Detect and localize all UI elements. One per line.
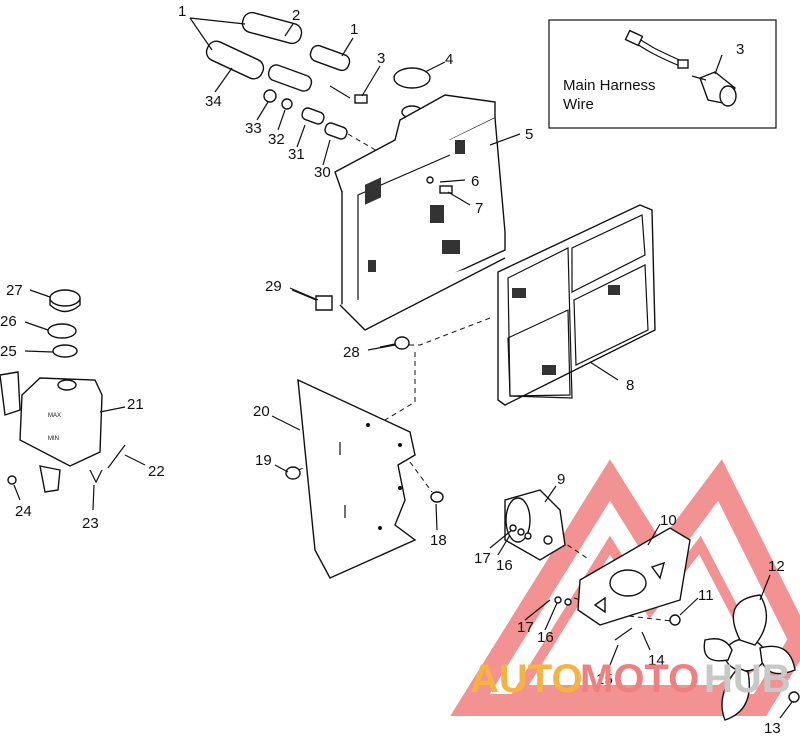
- callout-16a: 16: [537, 629, 554, 646]
- callout-numbers: 1 2 1 3 4 3 5 6 7 8 9 10 11 12 13 14 15 …: [0, 3, 785, 736]
- callout-13: 13: [764, 720, 781, 736]
- callout-leaders: [13, 17, 793, 719]
- callout-32: 32: [268, 131, 285, 148]
- callout-9: 9: [557, 471, 565, 488]
- upper-hoses: [205, 11, 421, 177]
- watermark-part2: MOTO: [580, 657, 699, 701]
- callout-6: 6: [471, 173, 479, 190]
- callout-12: 12: [768, 558, 785, 575]
- callout-16b: 16: [496, 557, 513, 574]
- callout-34: 34: [205, 93, 222, 110]
- watermark-text: AUTO MOTO HUB: [470, 657, 791, 701]
- callout-14: 14: [648, 652, 665, 669]
- radiator: [291, 94, 506, 331]
- harness-inset: [548, 19, 777, 129]
- callout-17a: 17: [517, 619, 534, 636]
- callout-2: 2: [292, 7, 300, 24]
- callout-3a: 3: [377, 50, 385, 67]
- callout-21: 21: [127, 396, 144, 413]
- callout-17b: 17: [474, 550, 491, 567]
- callout-28: 28: [343, 344, 360, 361]
- callout-26: 26: [0, 313, 17, 330]
- callout-22: 22: [148, 463, 165, 480]
- callout-31: 31: [288, 146, 305, 163]
- callout-15: 15: [596, 671, 613, 688]
- callout-1a: 1: [178, 3, 186, 20]
- callout-7: 7: [475, 200, 483, 217]
- inset-label-line1: Main Harness: [563, 77, 656, 94]
- fan-shroud: [497, 204, 656, 406]
- tank-max-mark: MAX: [48, 413, 61, 419]
- callout-11: 11: [698, 587, 714, 604]
- callout-24: 24: [15, 503, 32, 520]
- callout-29: 29: [265, 278, 282, 295]
- fan-motor-assembly: [504, 489, 800, 721]
- callout-23: 23: [82, 515, 99, 532]
- callout-3b: 3: [736, 41, 744, 58]
- callout-30: 30: [314, 164, 331, 181]
- watermark-logo: [450, 459, 800, 716]
- watermark-part3: HUB: [704, 657, 791, 701]
- callout-27: 27: [6, 282, 23, 299]
- callout-20: 20: [253, 403, 270, 420]
- callout-5: 5: [525, 126, 533, 143]
- callout-10: 10: [660, 512, 677, 529]
- mounting-bracket: [297, 378, 417, 579]
- coolant-overflow-tank: MAX MIN: [0, 289, 126, 493]
- watermark-part1: AUTO: [470, 657, 583, 701]
- callout-33: 33: [245, 120, 262, 137]
- callout-4: 4: [445, 51, 453, 68]
- inset-label-line2: Wire: [563, 96, 594, 113]
- callout-1b: 1: [350, 21, 358, 38]
- cooling-fan: [703, 594, 796, 721]
- callout-18: 18: [430, 532, 447, 549]
- callout-19: 19: [255, 452, 272, 469]
- callout-8: 8: [626, 377, 634, 394]
- small-fasteners: [285, 336, 444, 503]
- callout-25: 25: [0, 343, 17, 360]
- tank-min-mark: MIN: [48, 436, 59, 442]
